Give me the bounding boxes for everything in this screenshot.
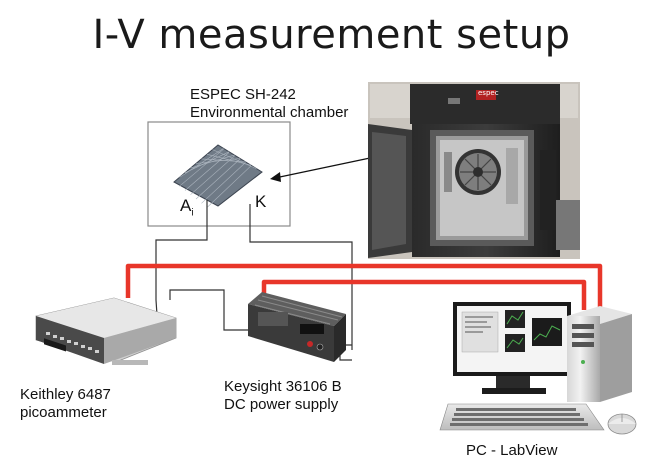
chamber-label-line1: ESPEC SH-242 bbox=[190, 86, 296, 103]
power-supply-label: Keysight 36106 B DC power supply bbox=[224, 378, 342, 414]
picoammeter-label-line1: Keithley 6487 bbox=[20, 386, 111, 403]
mouse bbox=[607, 413, 637, 435]
power-supply-device bbox=[248, 292, 346, 362]
chamber-brand-badge: espec bbox=[478, 89, 499, 97]
cathode-label: K bbox=[255, 192, 267, 211]
picoammeter-label: Keithley 6487 picoammeter bbox=[20, 386, 111, 422]
chamber-label-line2: Environmental chamber bbox=[190, 104, 349, 121]
picoammeter-wire bbox=[169, 289, 262, 331]
anode-letter: A bbox=[180, 196, 192, 215]
power-supply-label-line2: DC power supply bbox=[224, 396, 339, 413]
sample-chip bbox=[173, 144, 263, 208]
cathode-wire bbox=[249, 204, 353, 350]
pc-label: PC - LabView bbox=[466, 442, 558, 459]
picoammeter-device bbox=[35, 297, 177, 365]
power-supply-label-line1: Keysight 36106 B bbox=[224, 378, 342, 395]
picoammeter-label-line2: picoammeter bbox=[20, 404, 107, 421]
anode-label: Ai bbox=[180, 196, 194, 218]
page-title: I-V measurement setup bbox=[92, 12, 571, 58]
chamber-arrow bbox=[274, 157, 371, 179]
anode-subscript: i bbox=[191, 207, 194, 219]
anode-wire bbox=[155, 200, 208, 331]
keyboard bbox=[439, 403, 605, 431]
pc-tower bbox=[567, 306, 632, 402]
pc-monitor bbox=[453, 302, 571, 394]
chamber-label: ESPEC SH-242 Environmental chamber bbox=[190, 86, 348, 122]
red-cable-outer bbox=[125, 263, 603, 310]
chamber-photo bbox=[368, 82, 580, 259]
